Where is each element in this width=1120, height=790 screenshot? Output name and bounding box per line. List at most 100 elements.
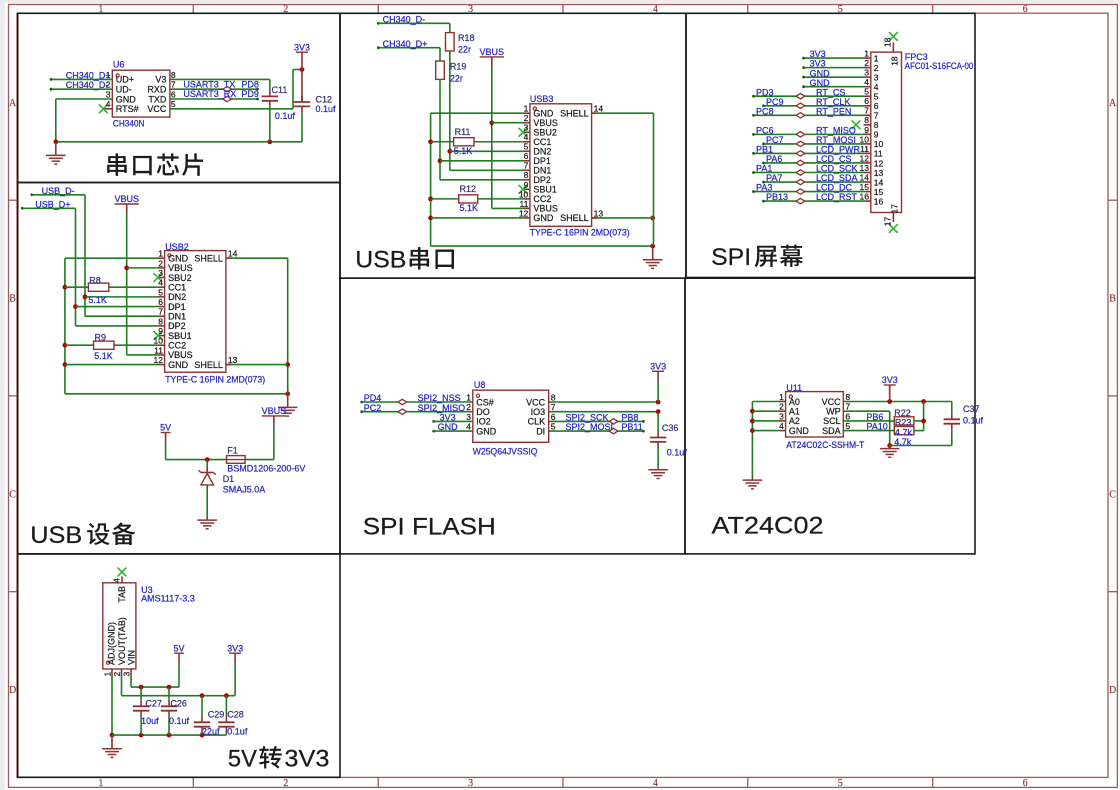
svg-text:USB2: USB2 bbox=[165, 242, 189, 252]
svg-text:AT24C02C-SSHM-T: AT24C02C-SSHM-T bbox=[786, 440, 864, 450]
svg-text:4.7k: 4.7k bbox=[895, 427, 913, 437]
svg-text:PC8: PC8 bbox=[756, 106, 774, 116]
svg-text:0.1uf: 0.1uf bbox=[169, 716, 190, 726]
svg-text:7: 7 bbox=[845, 402, 850, 412]
svg-text:3: 3 bbox=[158, 268, 163, 278]
svg-text:VBUS: VBUS bbox=[168, 263, 193, 273]
svg-text:8: 8 bbox=[524, 170, 529, 180]
svg-text:U3: U3 bbox=[141, 585, 153, 595]
svg-text:DN1: DN1 bbox=[533, 166, 551, 176]
svg-text:TYPE-C 16PIN 2MD(073): TYPE-C 16PIN 2MD(073) bbox=[165, 374, 265, 384]
svg-text:SBU1: SBU1 bbox=[168, 331, 192, 341]
svg-text:F1: F1 bbox=[227, 446, 238, 456]
svg-text:D: D bbox=[9, 685, 16, 696]
svg-text:LCD_SDA: LCD_SDA bbox=[816, 173, 858, 183]
svg-text:BSMD1206-200-6V: BSMD1206-200-6V bbox=[227, 464, 305, 474]
svg-text:13: 13 bbox=[860, 163, 870, 173]
svg-text:SDA: SDA bbox=[822, 426, 841, 436]
svg-text:3V3: 3V3 bbox=[284, 746, 329, 773]
svg-text:V3: V3 bbox=[155, 75, 166, 85]
svg-text:4: 4 bbox=[653, 778, 658, 789]
svg-text:U8: U8 bbox=[474, 380, 486, 390]
svg-text:CH340_D-: CH340_D- bbox=[66, 80, 109, 90]
svg-text:4: 4 bbox=[466, 422, 471, 432]
svg-text:CC2: CC2 bbox=[168, 341, 186, 351]
svg-text:AMS1117-3.3: AMS1117-3.3 bbox=[141, 593, 195, 603]
svg-text:C36: C36 bbox=[662, 423, 679, 433]
svg-text:VBUS: VBUS bbox=[168, 350, 193, 360]
svg-text:GND: GND bbox=[438, 422, 459, 432]
svg-text:3V3: 3V3 bbox=[810, 49, 826, 59]
svg-text:13: 13 bbox=[228, 355, 238, 365]
svg-text:3: 3 bbox=[468, 4, 473, 15]
svg-text:CC2: CC2 bbox=[533, 194, 551, 204]
svg-text:VBUS: VBUS bbox=[533, 204, 558, 214]
svg-text:C27: C27 bbox=[145, 698, 162, 708]
svg-text:PB13: PB13 bbox=[766, 192, 788, 202]
svg-text:2: 2 bbox=[112, 672, 122, 677]
svg-text:CH340_D+: CH340_D+ bbox=[383, 39, 428, 49]
svg-text:10: 10 bbox=[874, 139, 884, 149]
svg-text:U11: U11 bbox=[786, 383, 802, 393]
svg-text:USB: USB bbox=[355, 247, 406, 274]
svg-text:R9: R9 bbox=[95, 332, 107, 342]
svg-text:A: A bbox=[1109, 98, 1117, 109]
svg-text:15: 15 bbox=[874, 187, 884, 197]
svg-text:C29: C29 bbox=[208, 709, 225, 719]
svg-text:2: 2 bbox=[466, 402, 471, 412]
svg-text:2: 2 bbox=[779, 402, 784, 412]
svg-text:4: 4 bbox=[111, 578, 121, 583]
svg-text:DP1: DP1 bbox=[533, 156, 551, 166]
svg-text:18: 18 bbox=[882, 37, 892, 47]
svg-text:8: 8 bbox=[551, 392, 556, 402]
svg-text:4.7k: 4.7k bbox=[894, 437, 912, 447]
svg-text:7: 7 bbox=[864, 106, 869, 116]
svg-text:SPI FLASH: SPI FLASH bbox=[363, 514, 496, 541]
svg-text:8: 8 bbox=[845, 392, 850, 402]
svg-text:R19: R19 bbox=[450, 62, 467, 72]
svg-text:7: 7 bbox=[874, 111, 879, 121]
svg-text:GND: GND bbox=[533, 109, 554, 119]
svg-text:PC2: PC2 bbox=[364, 403, 382, 413]
svg-text:3V3: 3V3 bbox=[810, 59, 826, 69]
svg-text:11: 11 bbox=[874, 149, 883, 159]
svg-text:A1: A1 bbox=[789, 407, 800, 417]
svg-text:DP1: DP1 bbox=[168, 302, 186, 312]
svg-text:1: 1 bbox=[98, 4, 103, 15]
svg-text:B: B bbox=[9, 294, 16, 305]
svg-text:USART3_TX: USART3_TX bbox=[183, 79, 235, 89]
svg-text:8: 8 bbox=[158, 316, 163, 326]
svg-text:1: 1 bbox=[98, 778, 103, 789]
svg-text:4: 4 bbox=[653, 4, 658, 15]
svg-text:GND: GND bbox=[168, 360, 189, 370]
svg-text:5.1K: 5.1K bbox=[94, 351, 113, 361]
svg-text:VCC: VCC bbox=[526, 397, 546, 407]
svg-text:18: 18 bbox=[889, 56, 899, 66]
svg-text:VIN: VIN bbox=[126, 650, 136, 665]
svg-text:CLK: CLK bbox=[528, 417, 546, 427]
svg-text:3: 3 bbox=[468, 778, 473, 789]
svg-text:2: 2 bbox=[283, 778, 288, 789]
svg-text:TAB: TAB bbox=[117, 586, 127, 603]
svg-text:UD+: UD+ bbox=[116, 75, 134, 85]
svg-text:PB6: PB6 bbox=[866, 412, 883, 422]
svg-text:7: 7 bbox=[524, 161, 529, 171]
svg-text:DN1: DN1 bbox=[168, 312, 186, 322]
svg-text:LCD_RST: LCD_RST bbox=[816, 192, 858, 202]
svg-text:SPI: SPI bbox=[711, 244, 751, 271]
svg-text:A2: A2 bbox=[789, 416, 800, 426]
svg-text:PA3: PA3 bbox=[756, 183, 772, 193]
svg-text:SPI2_MOSI: SPI2_MOSI bbox=[566, 422, 614, 432]
svg-text:7: 7 bbox=[551, 402, 556, 412]
svg-text:PD4: PD4 bbox=[364, 393, 382, 403]
svg-text:2: 2 bbox=[283, 4, 288, 15]
svg-text:CS#: CS# bbox=[476, 397, 494, 407]
svg-text:U6: U6 bbox=[113, 60, 125, 70]
svg-text:PA7: PA7 bbox=[766, 173, 782, 183]
svg-text:SHELL: SHELL bbox=[560, 109, 589, 119]
svg-text:9: 9 bbox=[874, 130, 879, 140]
svg-text:PC6: PC6 bbox=[756, 125, 774, 135]
svg-text:5: 5 bbox=[524, 142, 529, 152]
svg-text:1: 1 bbox=[864, 49, 869, 59]
svg-text:3: 3 bbox=[524, 123, 529, 133]
